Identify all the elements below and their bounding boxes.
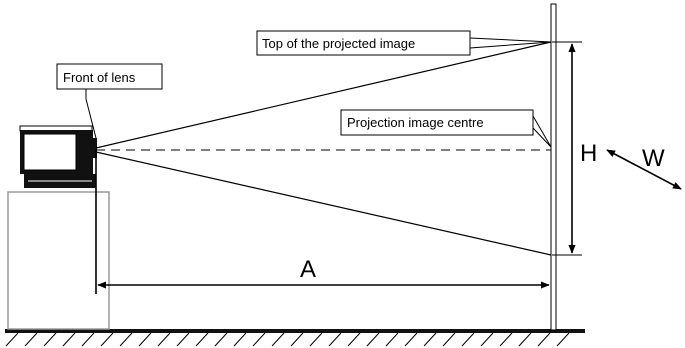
floor-hatch-line (138, 332, 152, 347)
floor-hatch-line (499, 332, 513, 347)
width-arrow (606, 149, 682, 190)
callout-leader (532, 115, 552, 148)
screen (550, 3, 557, 331)
projector-stand (7, 191, 110, 330)
floor-hatch-line (347, 332, 361, 347)
floor-hatch-line (214, 332, 228, 347)
floor-hatch-line (309, 332, 323, 347)
floor-hatch-line (290, 332, 304, 347)
callout-box (56, 63, 163, 90)
floor-hatch-line (176, 332, 190, 347)
callout-label: Front of lens (63, 70, 136, 85)
callout-box (256, 30, 471, 56)
ray-top (95, 41, 552, 149)
floor-hatch-line (43, 332, 57, 347)
projector-top-face (23, 133, 77, 171)
callout-box (340, 109, 534, 136)
floor-hatch-line (5, 332, 19, 347)
projector (19, 125, 97, 188)
floor-hatch-line (157, 332, 171, 347)
callout-label: Projection image centre (347, 115, 484, 130)
floor-hatch-line (233, 332, 247, 347)
floor-hatch-line (195, 332, 209, 347)
callout-leader (469, 37, 552, 49)
callout-leader (85, 89, 97, 139)
floor-hatch-line (461, 332, 475, 347)
throw-distance-label: A (300, 256, 316, 283)
callout-image-centre: Projection image centre (340, 109, 552, 148)
floor-hatch-line (366, 332, 380, 347)
height-label: H (580, 140, 597, 167)
floor-bar (5, 329, 585, 333)
floor-hatch-line (100, 332, 114, 347)
floor-hatch-line (480, 332, 494, 347)
callout-top-of-image: Top of the projected image (256, 30, 552, 56)
projector-lens (91, 138, 97, 158)
ray-bottom (95, 151, 552, 256)
floor-hatch-line (119, 332, 133, 347)
floor-hatch-line (404, 332, 418, 347)
floor-hatch-line (62, 332, 76, 347)
floor-hatch-line (81, 332, 95, 347)
floor (5, 329, 585, 347)
floor-hatch-line (252, 332, 266, 347)
floor-hatch-line (385, 332, 399, 347)
floor-hatch-line (518, 332, 532, 347)
width-label: W (642, 145, 665, 172)
callout-front-of-lens: Front of lens (56, 63, 163, 139)
floor-hatch-line (423, 332, 437, 347)
floor-hatching (5, 332, 570, 347)
floor-hatch-line (24, 332, 38, 347)
floor-hatch-line (537, 332, 551, 347)
floor-hatch-line (442, 332, 456, 347)
callout-label: Top of the projected image (262, 36, 415, 51)
floor-hatch-line (271, 332, 285, 347)
floor-hatch-line (328, 332, 342, 347)
floor-hatch-line (556, 332, 570, 347)
